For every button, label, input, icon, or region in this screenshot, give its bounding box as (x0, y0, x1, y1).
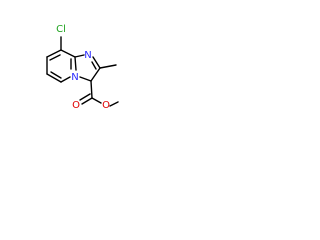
bond-n1-c2 (92, 56, 101, 69)
bond-c-o-double-a (81, 97, 93, 105)
bond-c-o-single (91, 97, 102, 104)
bond-n-c8a (74, 56, 77, 71)
bond-n1-c2-inner (91, 61, 97, 70)
bond-o-methyl (109, 101, 119, 107)
bond-c3-carbonyl-c (90, 80, 93, 99)
molecule-structure: Cl N N O O (46, 24, 119, 111)
bond-c2-methyl (99, 64, 117, 69)
bond-c8a-n1 (74, 54, 85, 58)
bond-c3-n (79, 76, 92, 82)
bond-c7-c6 (46, 49, 62, 58)
bond-c5-c4 (46, 73, 62, 83)
atom-oxygen-carbonyl: O (72, 100, 80, 111)
bond-c-o-double-b (79, 93, 91, 101)
atom-oxygen-ester: O (102, 100, 110, 111)
bond-c8-c7 (60, 49, 76, 58)
atom-nitrogen-imidazole: N (84, 50, 91, 61)
bond-c4-n (60, 76, 71, 83)
bond-group (46, 36, 119, 107)
bond-c5-c4-inner (50, 71, 62, 79)
atom-chlorine: Cl (56, 24, 66, 35)
atom-nitrogen-bridge: N (71, 72, 78, 83)
atom-labels: Cl N N O O (56, 24, 110, 111)
bond-c2-c3 (90, 67, 101, 82)
bond-c7-c6-inner (49, 54, 61, 61)
